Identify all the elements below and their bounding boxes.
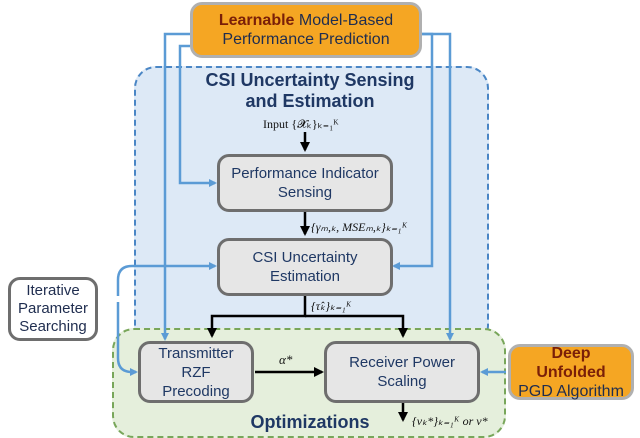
top-to-rzf-arrow	[161, 32, 190, 341]
csi-output-label: {τ̂ₖ}ₖ₌₁ᴷ	[311, 299, 352, 313]
iterative-line3: Searching	[19, 318, 87, 335]
rzf-precoding-box: Transmitter RZF Precoding	[138, 341, 254, 403]
pgd-algorithm-box: Deep Unfolded PGD Algorithm	[508, 344, 634, 400]
power-line2: Scaling	[377, 373, 427, 390]
iterative-searching-box: Iterative Parameter Searching	[8, 277, 98, 341]
sensing-region-title: CSI Uncertainty Sensing and Estimation	[150, 70, 470, 112]
csi-line1: CSI Uncertainty	[252, 249, 358, 266]
learnable-prediction-line1: Learnable Model-Based	[219, 11, 393, 30]
alpha-label: α*	[279, 352, 293, 367]
learnable-bold-text: Learnable	[218, 12, 295, 29]
csi-line2: Estimation	[269, 268, 340, 285]
input-label: Input {𝓧ₖ}ₖ₌₁ᴷ	[263, 117, 339, 131]
iterative-line2: Parameter	[17, 300, 89, 317]
optimization-region-title: Optimizations	[250, 412, 370, 432]
iterative-line1: Iterative	[26, 282, 80, 299]
performance-indicator-box: Performance Indicator Sensing	[217, 154, 393, 212]
iterative-to-rzf-arrow	[116, 302, 138, 376]
output-label: {vₖ*}ₖ₌₁ᴷ or v*	[412, 414, 488, 428]
top-to-power-arrow	[422, 32, 454, 341]
rzf-line2: Precoding	[162, 382, 230, 400]
iterative-to-csi-arrow	[116, 262, 217, 296]
sensing-title-line2: and Estimation	[245, 91, 375, 111]
pgd-bold-text: Deep Unfolded	[536, 344, 606, 381]
learnable-prediction-line2: Performance Prediction	[222, 31, 390, 48]
sensing-title-line1: CSI Uncertainty Sensing	[205, 70, 415, 90]
pgd-line2: PGD Algorithm	[518, 382, 624, 400]
indicator-line1: Performance Indicator	[231, 165, 379, 182]
indicator-output-label: {γₘ,ₖ, MSEₘ,ₖ}ₖ₌₁ᴷ	[311, 220, 408, 234]
power-line1: Receiver Power	[349, 354, 455, 371]
power-scaling-box: Receiver Power Scaling	[324, 341, 480, 403]
learnable-rest-text: Model-Based	[294, 12, 394, 29]
csi-to-power-arrow	[305, 314, 408, 338]
csi-estimation-box: CSI Uncertainty Estimation	[217, 238, 393, 296]
top-to-indicator-arrow	[178, 44, 217, 187]
learnable-prediction-box: Learnable Model-Based Performance Predic…	[190, 2, 422, 58]
rzf-line1: Transmitter RZF	[158, 344, 234, 381]
csi-to-rzf-arrow	[207, 296, 307, 338]
indicator-line2: Sensing	[277, 184, 333, 201]
